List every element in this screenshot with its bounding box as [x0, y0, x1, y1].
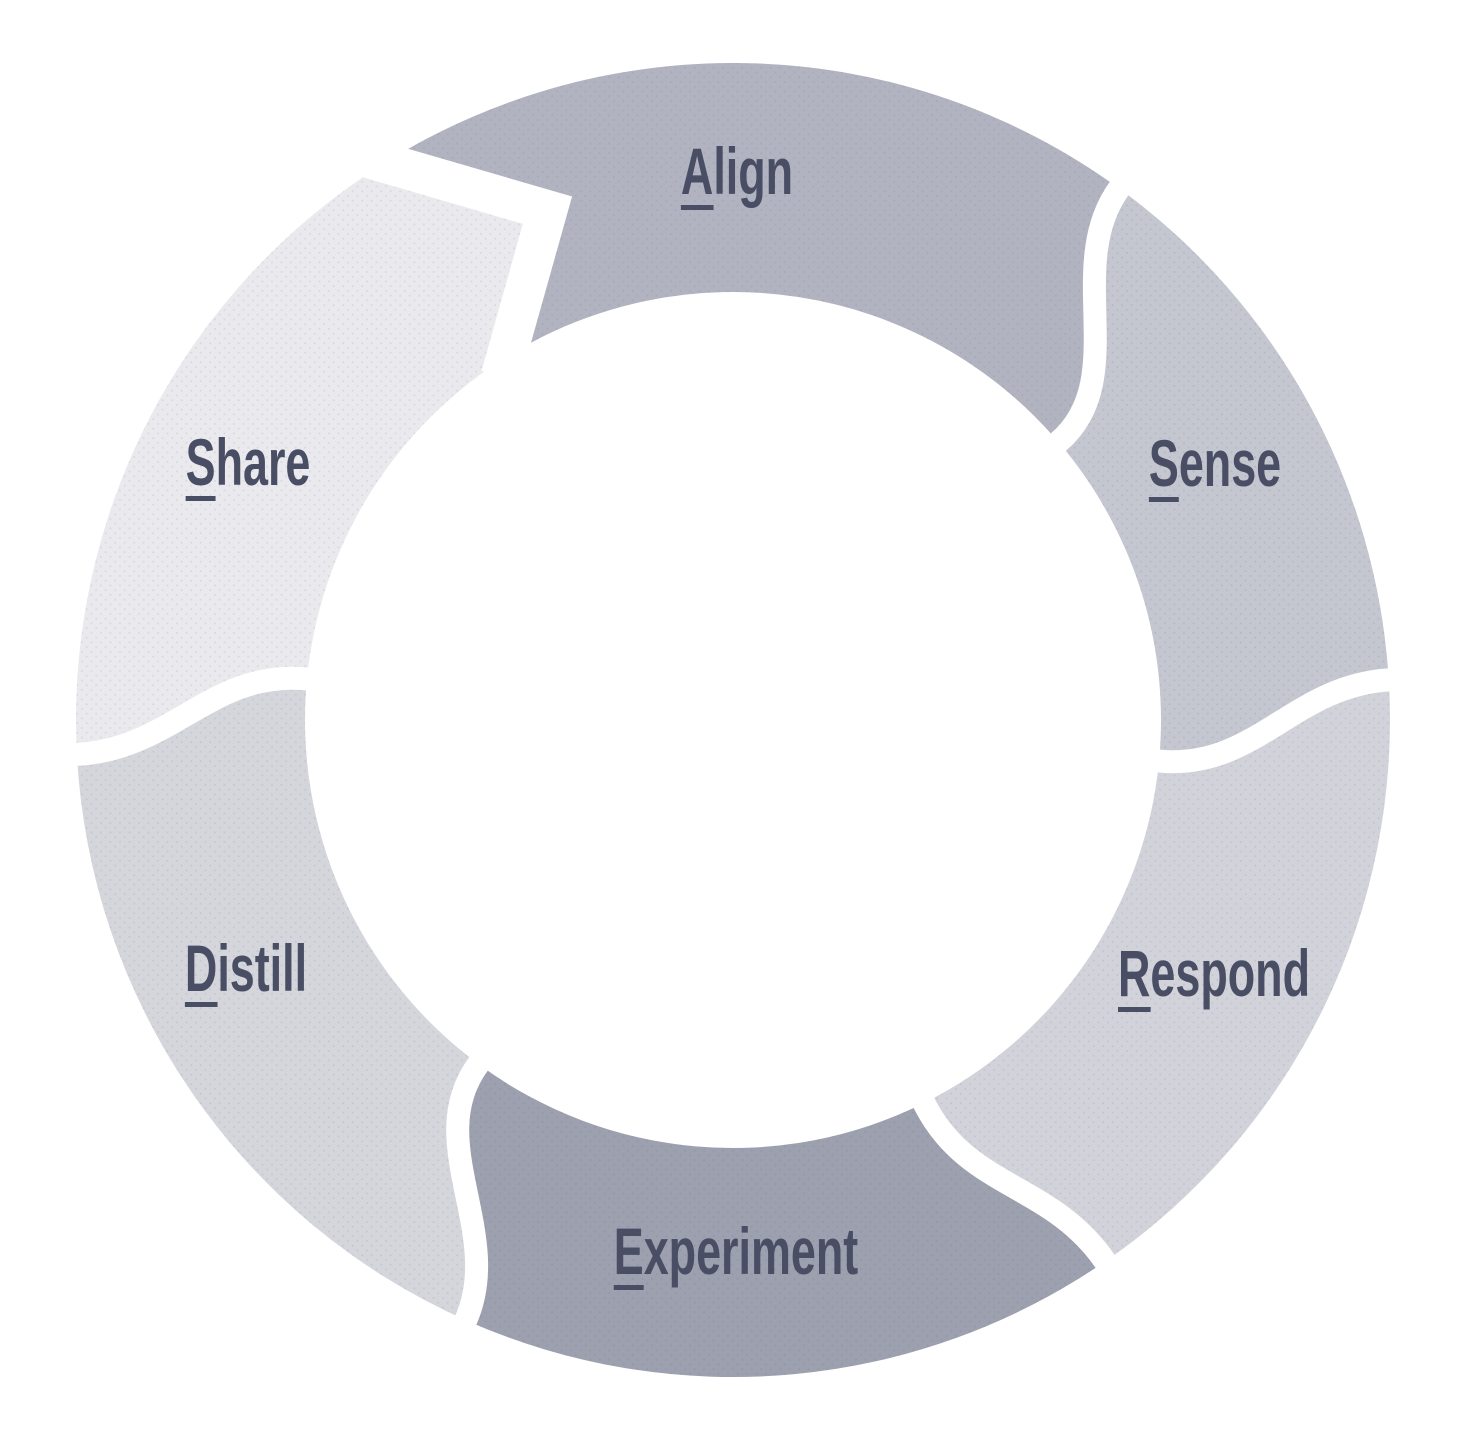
segment-distill-texture	[76, 678, 479, 1321]
gap-arrow-share-align-arrow	[360, 138, 573, 382]
segment-share-texture	[75, 162, 548, 755]
gap-distill-share	[64, 666, 320, 767]
segment-align-texture	[384, 63, 1120, 443]
segment-respond-texture	[923, 679, 1390, 1262]
gap-sense-respond	[1146, 667, 1401, 774]
gap-respond-experiment	[908, 1087, 1122, 1278]
gap-experiment-distill	[446, 1047, 495, 1336]
gap-align-sense	[1042, 172, 1136, 459]
segment-sense-texture	[1058, 188, 1389, 762]
